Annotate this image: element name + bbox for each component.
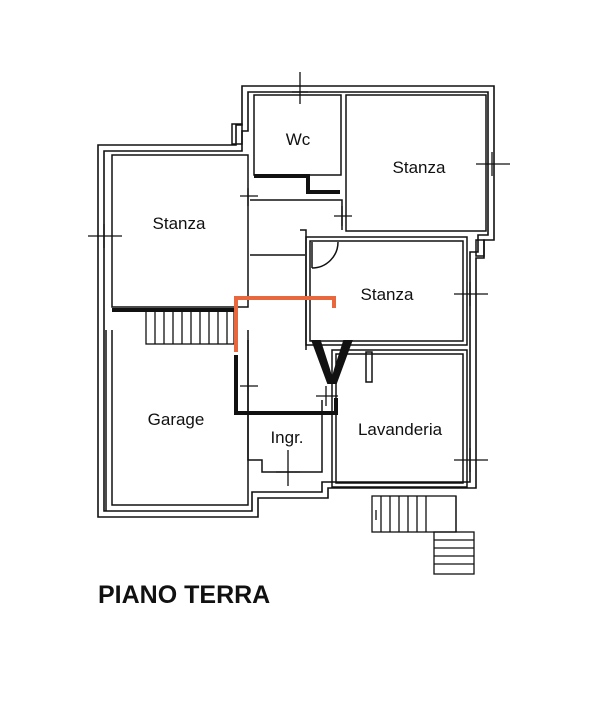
room-label-lavanderia: Lavanderia [358,420,443,439]
room-label-ingresso: Ingr. [270,428,303,447]
room-label-wc: Wc [286,130,311,149]
room-label-garage: Garage [148,410,205,429]
exterior-walls [97,85,495,518]
window-marks [88,72,510,486]
view-mark: V [311,326,354,398]
interior-walls [105,94,487,511]
highlight-wall-marker [234,296,336,352]
stairs [145,309,475,575]
floor-title: PIANO TERRA [98,581,270,609]
room-label-stanza-mid-right: Stanza [361,285,414,304]
room-label-stanza-top-right: Stanza [393,158,446,177]
room-label-stanza-left: Stanza [153,214,206,233]
